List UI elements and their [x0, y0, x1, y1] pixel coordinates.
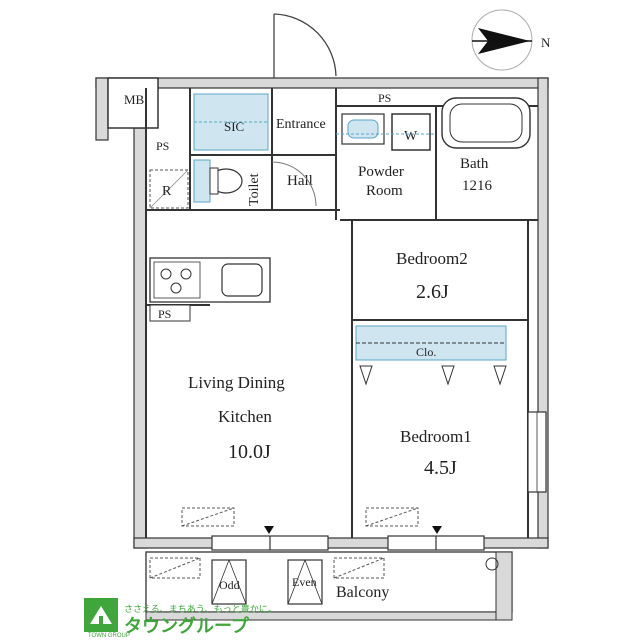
powder-room-fixtures: W [336, 113, 436, 151]
bath-label: Bath [460, 156, 489, 172]
bathtub [441, 97, 531, 149]
powder-room-label-2: Room [366, 183, 403, 199]
r-box: R [149, 169, 189, 209]
ps-top-label: PS [378, 91, 391, 105]
balcony-label: Balcony [336, 584, 389, 601]
logo-name: タウングループ [124, 615, 250, 636]
powder-room-label-1: Powder [358, 164, 404, 180]
odd-label: Odd [219, 578, 240, 592]
washer-label: W [404, 129, 418, 144]
r-label: R [162, 184, 172, 199]
logo-tagline: ささえる、まちあう、もっと豊かに。 [124, 603, 277, 614]
ldk-label-2: Kitchen [218, 407, 272, 426]
toilet-label: Toilet [247, 173, 262, 206]
compass-north-label: N [541, 35, 551, 50]
entrance-door [273, 13, 337, 78]
bedroom1-size-label: 4.5J [424, 457, 457, 479]
mb-box: MB [107, 77, 159, 129]
sic-storage: SIC [193, 93, 269, 151]
bottom-windows [211, 535, 485, 551]
sic-label: SIC [224, 119, 244, 134]
closet [355, 325, 507, 386]
ldk-label-1: Living Dining [188, 373, 285, 392]
kitchen-counter [149, 257, 271, 303]
toilet-fixture [193, 159, 243, 203]
bedroom1-label: Bedroom1 [400, 427, 472, 446]
bath-size-label: 1216 [462, 178, 493, 194]
ps-kitchen-label: PS [158, 307, 171, 321]
entrance-label: Entrance [276, 117, 326, 132]
closet-label: Clo. [416, 345, 436, 359]
logo-sub-text: TOWN GROUP [88, 633, 130, 639]
entry-marker-right [432, 526, 442, 534]
mb-label: MB [124, 92, 145, 107]
ldk-size-label: 10.0J [228, 441, 271, 463]
hall-label: Hall [287, 173, 313, 189]
floor-markings [181, 507, 419, 527]
entry-marker-left [264, 526, 274, 534]
balcony [145, 551, 513, 621]
ps-left-label: PS [156, 139, 169, 153]
bedroom2-label: Bedroom2 [396, 249, 468, 268]
even-label: Even [292, 575, 317, 589]
company-logo: TOWN GROUP ささえる、まちあう、もっと豊かに。 タウングループ [84, 598, 277, 639]
bedroom2-size-label: 2.6J [416, 281, 449, 303]
compass: N [471, 9, 551, 71]
